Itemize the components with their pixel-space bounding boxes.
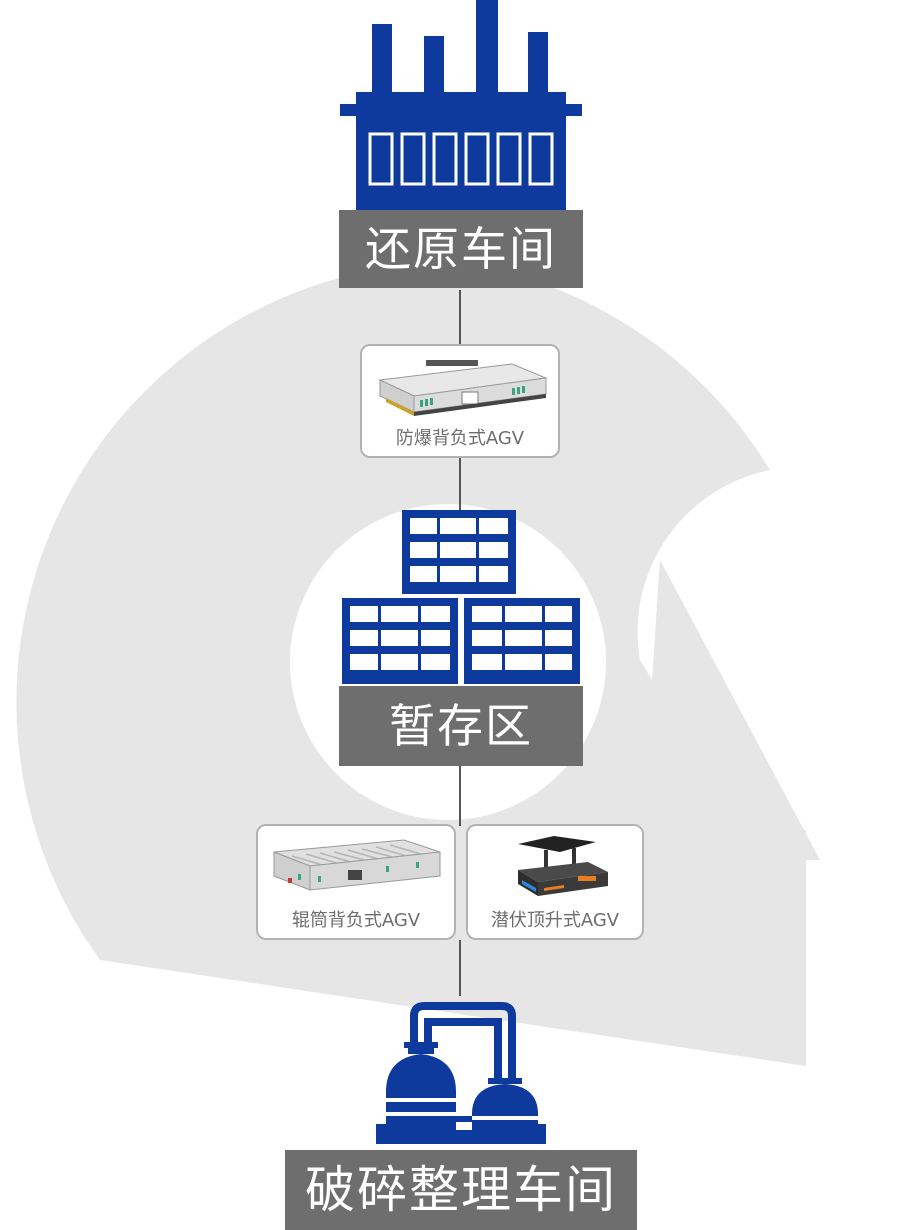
reduction-workshop-label: 还原车间 <box>339 210 583 288</box>
agv-card-roller: 辊筒背负式AGV <box>256 824 456 940</box>
storage-rack-icon <box>342 510 580 684</box>
jacking-agv-image <box>518 836 608 896</box>
watermark-notch <box>640 560 820 860</box>
connector-line-3 <box>459 766 461 826</box>
crushing-workshop-label: 破碎整理车间 <box>285 1150 637 1230</box>
connector-line-1 <box>459 290 461 346</box>
roller-agv-image <box>273 839 441 891</box>
connector-line-2 <box>459 456 461 512</box>
agv-card-jacking: 潜伏顶升式AGV <box>466 824 644 940</box>
explosion-proof-agv-image <box>378 360 548 416</box>
explosion-proof-agv-caption: 防爆背负式AGV <box>395 428 525 449</box>
jacking-agv-caption: 潜伏顶升式AGV <box>490 910 620 931</box>
factory-icon <box>340 0 582 210</box>
storage-area-label: 暂存区 <box>339 686 583 766</box>
agv-card-explosion-proof: 防爆背负式AGV <box>360 344 560 458</box>
connector-line-4 <box>459 940 461 996</box>
roller-agv-caption: 辊筒背负式AGV <box>291 910 421 931</box>
reactor-tanks-icon <box>376 1002 546 1144</box>
